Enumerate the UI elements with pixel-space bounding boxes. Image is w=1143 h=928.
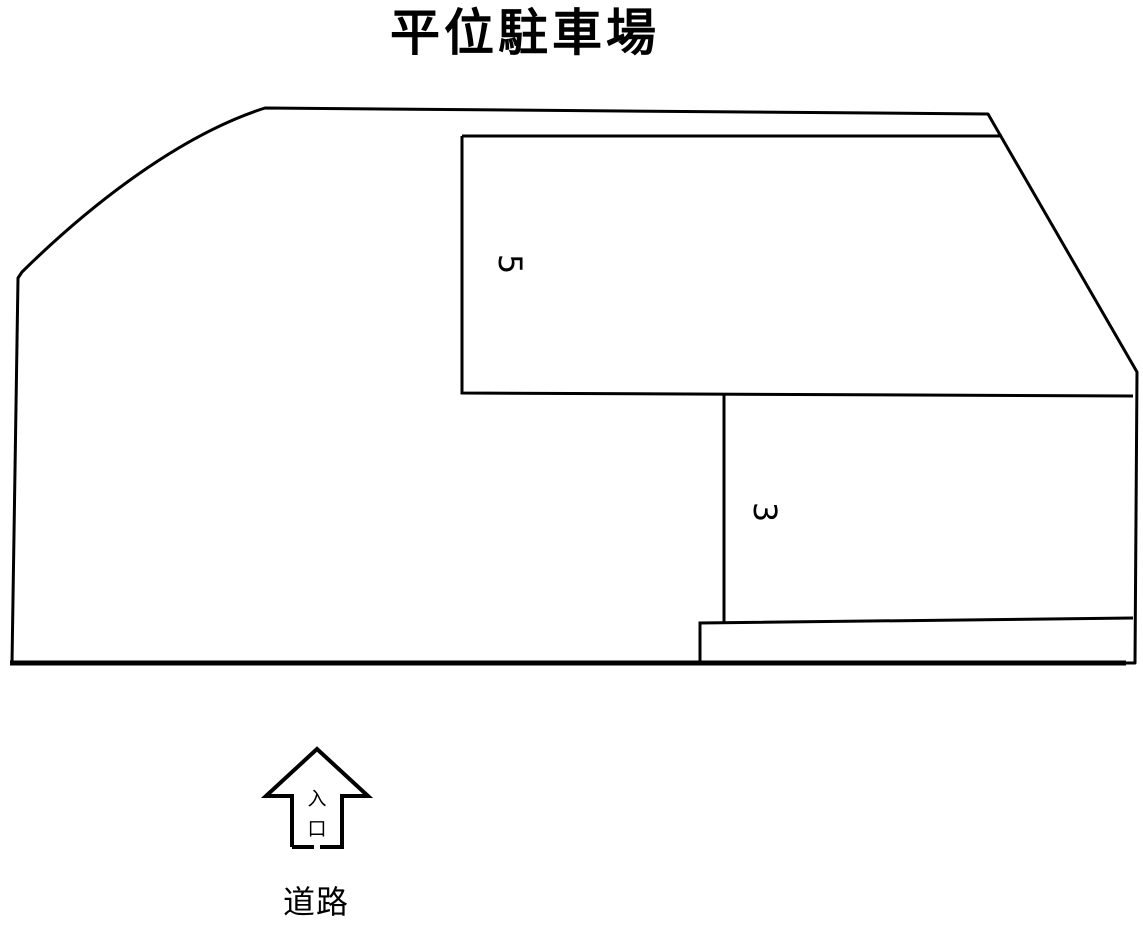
entrance-label-2: 口 (307, 818, 327, 840)
lot-5-area[interactable] (460, 134, 1134, 398)
lot-3-label: 3 (746, 501, 785, 523)
entrance-label-1: 入 (307, 788, 327, 810)
road-label: 道路 (283, 883, 350, 921)
entrance-arrow-icon[interactable] (260, 746, 374, 849)
bottom-strip (698, 616, 1134, 663)
lot-boundary (10, 106, 1139, 665)
lot-5-label: 5 (491, 253, 530, 275)
page-title: 平位駐車場 (390, 4, 660, 62)
